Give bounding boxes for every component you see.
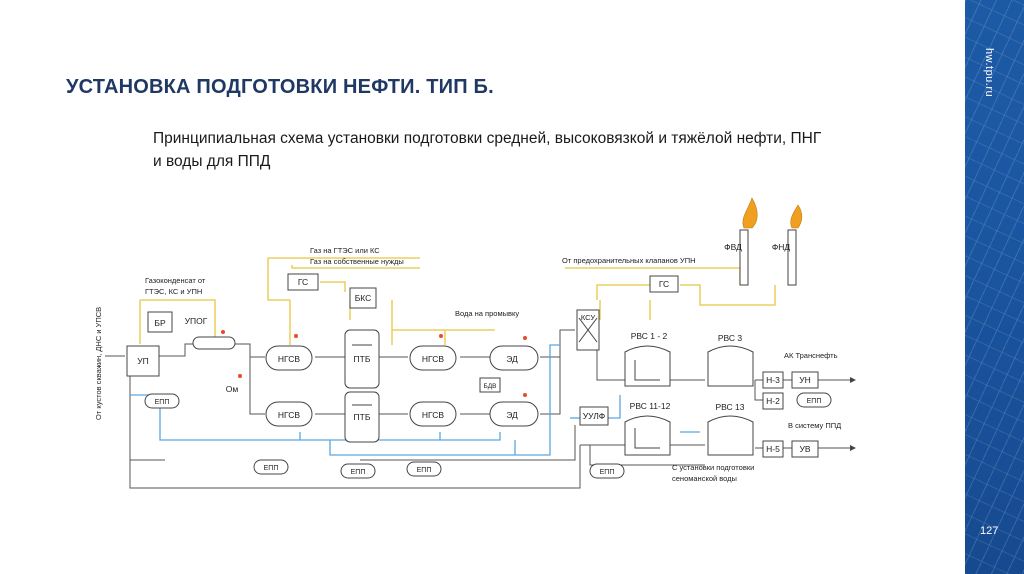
- label-gas-condensate-line1: Газоконденсат от: [145, 276, 206, 285]
- unit-gs-2: ГС: [659, 279, 669, 289]
- unit-gs-1: ГС: [298, 277, 308, 287]
- unit-epp-2: ЕПП: [264, 465, 279, 472]
- unit-upog: УПОГ: [185, 316, 208, 326]
- unit-n2: Н-2: [766, 396, 780, 406]
- label-from-cenoman-2: сеноманской воды: [672, 474, 737, 483]
- unit-bdv: БДВ: [483, 383, 496, 390]
- unit-ed-2: ЭД: [506, 410, 518, 420]
- unit-epp-4: ЕПП: [417, 467, 432, 474]
- unit-ngsv-2: НГСВ: [278, 410, 300, 420]
- unit-rvs-3: РВС 3: [718, 333, 743, 343]
- unit-ksu: КСУ: [581, 313, 595, 322]
- unit-fvd: ФВД: [724, 242, 742, 252]
- label-to-ppd: В систему ППД: [788, 421, 841, 430]
- unit-epp-1: ЕПП: [155, 399, 170, 406]
- label-inlet: От кустов скважин, ДНС и УПСВ: [94, 307, 103, 420]
- unit-n5: Н-5: [766, 444, 780, 454]
- unit-epp-3: ЕПП: [351, 469, 366, 476]
- unit-rvs-1-2: РВС 1 - 2: [631, 331, 668, 341]
- site-url: hw.tpu.ru: [983, 48, 995, 98]
- unit-ngsv-4: НГСВ: [422, 410, 444, 420]
- label-gas-condensate-line2: ГТЭС, КС и УПН: [145, 287, 202, 296]
- label-gas-gtes: Газ на ГТЭС или КС: [310, 246, 380, 255]
- unit-n3: Н-3: [766, 375, 780, 385]
- label-water-wash: Вода на промывку: [455, 309, 519, 318]
- unit-rvs-11-12: РВС 11-12: [630, 401, 671, 411]
- page-subtitle: Принципиальная схема установки подготовк…: [153, 130, 822, 170]
- page-number: 127: [980, 525, 999, 537]
- unit-bks: БКС: [355, 293, 372, 303]
- label-gas-own: Газ на собственные нужды: [310, 257, 404, 266]
- label-from-cenoman-1: С установки подготовки: [672, 463, 754, 472]
- unit-rvs-13: РВС 13: [715, 402, 744, 412]
- unit-uv: УВ: [799, 444, 810, 454]
- unit-ngsv-3: НГСВ: [422, 354, 444, 364]
- unit-un: УН: [799, 375, 811, 385]
- unit-fnd: ФНД: [772, 242, 791, 252]
- label-from-safety-valves: От предохранительных клапанов УПН: [562, 256, 696, 265]
- sidebar-band: [965, 0, 1024, 574]
- unit-ulf: УУЛФ: [583, 411, 605, 421]
- page-title: УСТАНОВКА ПОДГОТОВКИ НЕФТИ. ТИП Б.: [66, 76, 494, 98]
- unit-epp-5: ЕПП: [600, 469, 615, 476]
- unit-up: УП: [137, 356, 149, 366]
- unit-epp-6: ЕПП: [807, 398, 822, 405]
- unit-ptb-2: ПТБ: [354, 412, 371, 422]
- unit-om: Ом: [226, 384, 239, 394]
- unit-ngsv-1: НГСВ: [278, 354, 300, 364]
- unit-ptb-1: ПТБ: [354, 354, 371, 364]
- label-ak-transneft: АК Транснефть: [784, 351, 838, 360]
- unit-br: БР: [154, 318, 166, 328]
- unit-ed-1: ЭД: [506, 354, 518, 364]
